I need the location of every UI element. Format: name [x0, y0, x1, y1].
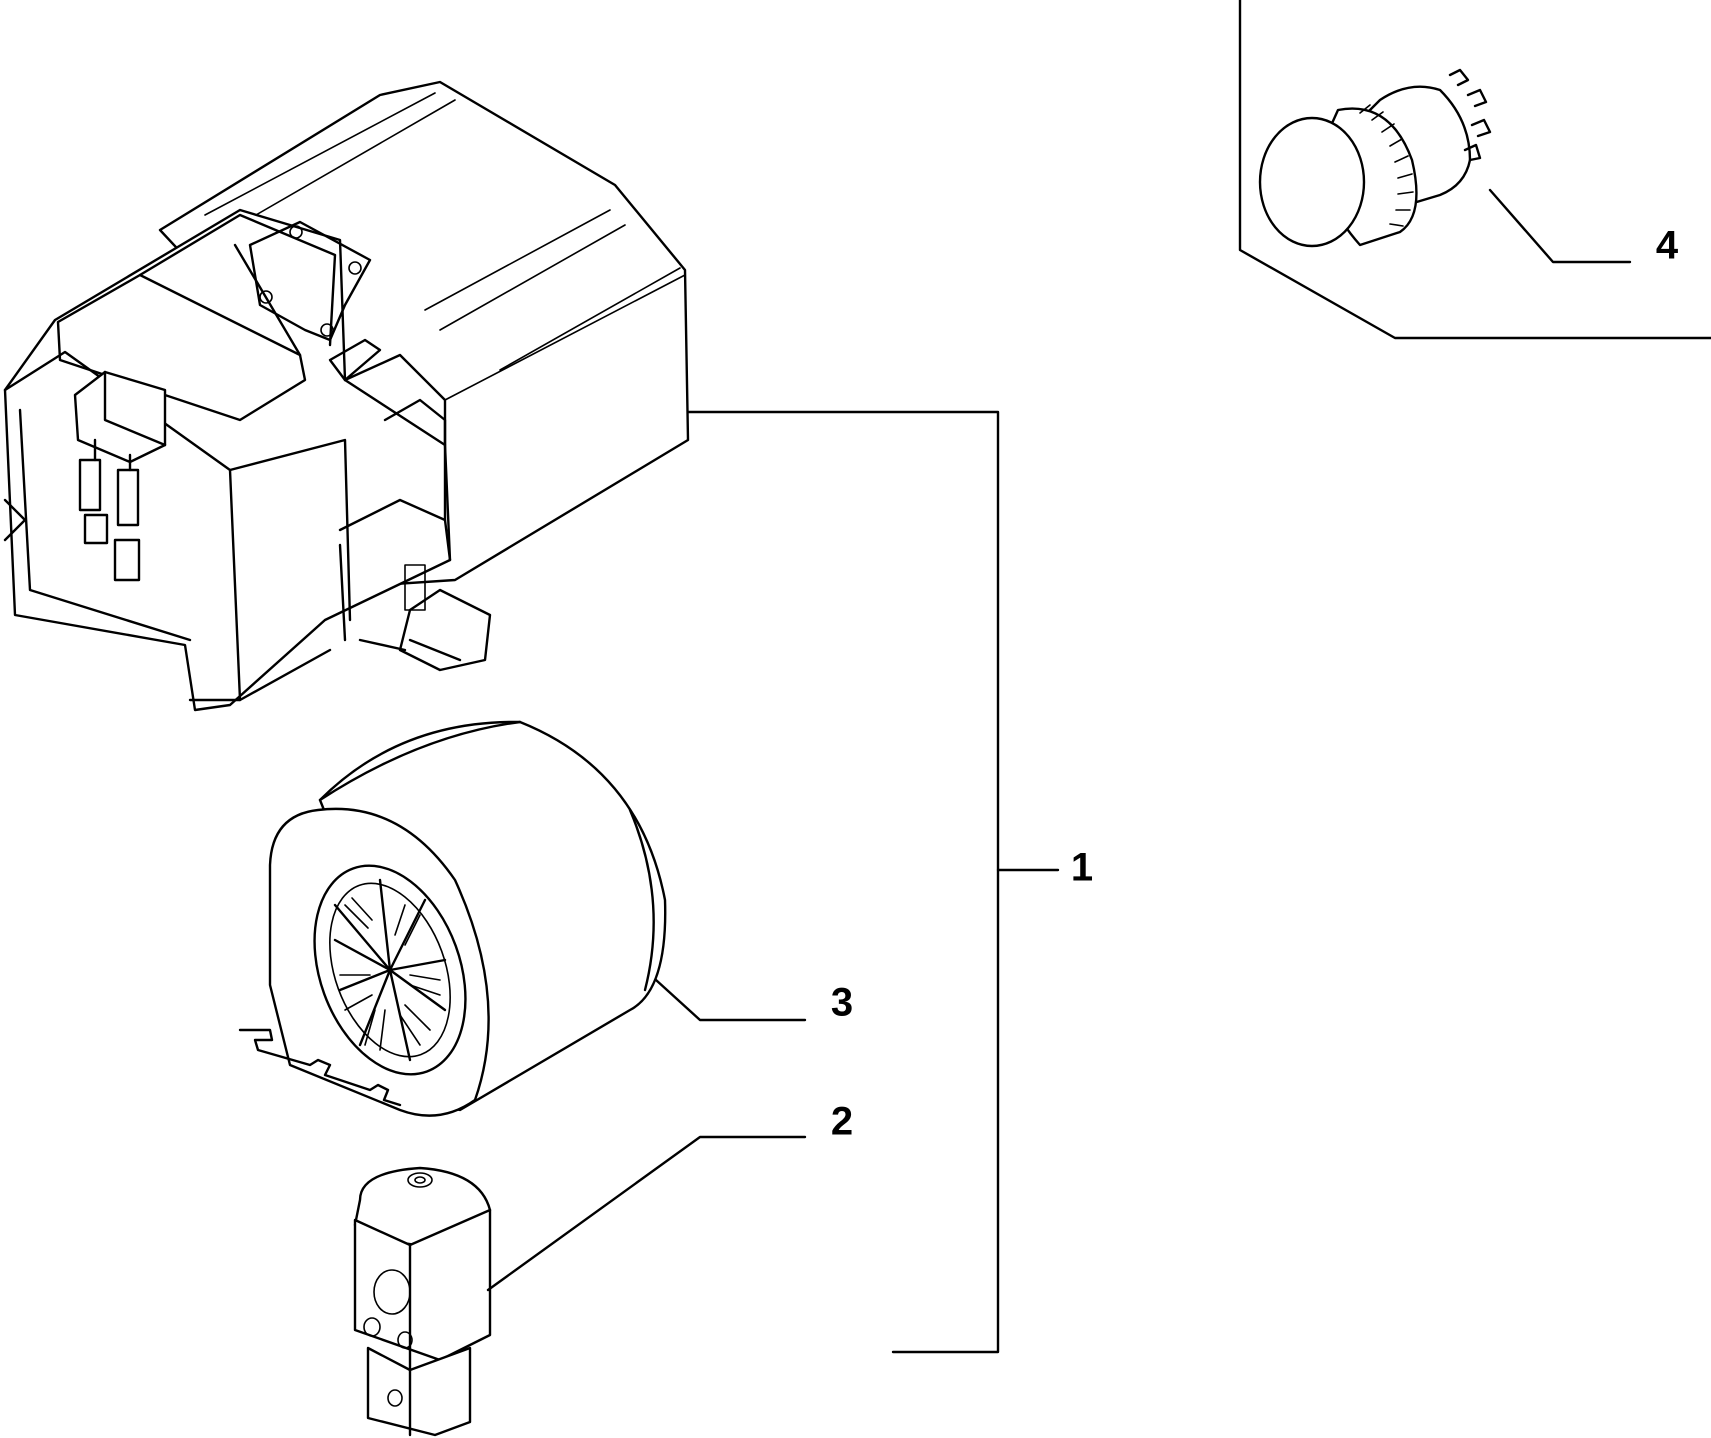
inset-frame: [1238, 0, 1711, 340]
control-knob: [1258, 68, 1492, 248]
leader-lines: [486, 0, 1711, 1354]
callout-1: 1: [1071, 846, 1093, 890]
leader-3: [654, 978, 807, 1022]
heater-unit-assembly: [3, 80, 690, 712]
fan-fins: [339, 897, 441, 1051]
knurl-ridges: [1359, 104, 1414, 227]
leader-4: [1488, 188, 1632, 264]
expansion-valve: [353, 1166, 492, 1437]
callout-2: 2: [831, 1100, 853, 1144]
fan-blades: [333, 878, 447, 1062]
assembly-bracket-line: [686, 410, 1000, 1354]
blower-fan: [238, 720, 667, 1117]
callout-3: 3: [831, 981, 853, 1025]
leader-2: [486, 1135, 807, 1292]
callout-4: 4: [1656, 224, 1679, 268]
